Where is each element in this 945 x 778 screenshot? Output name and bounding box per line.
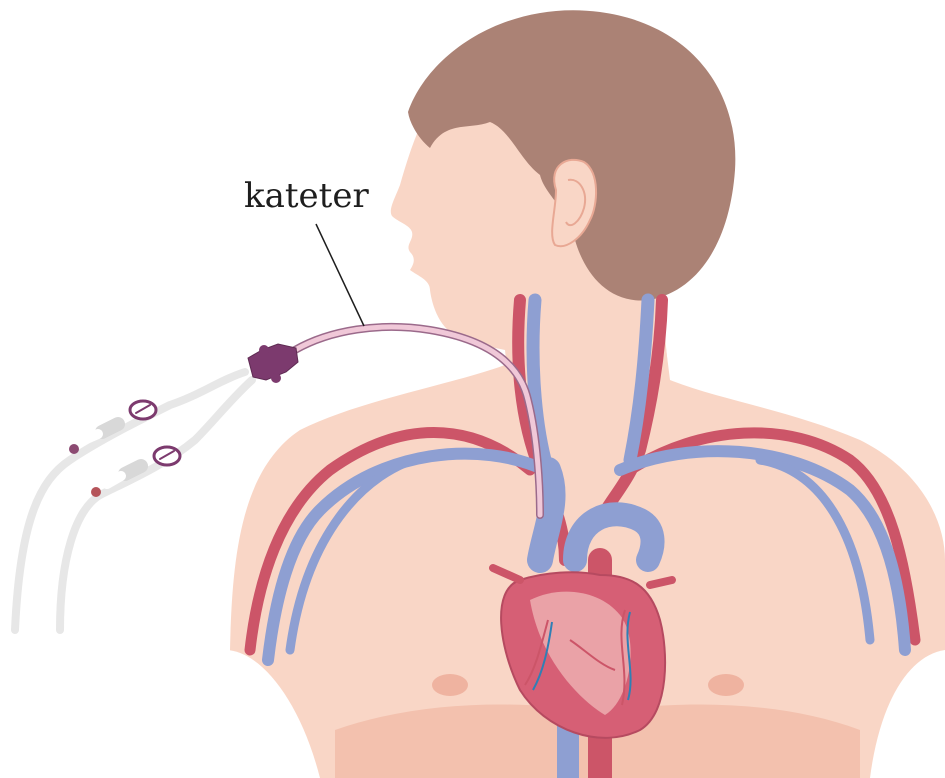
head xyxy=(391,10,736,341)
iv-line-2 xyxy=(60,380,252,630)
right-nipple xyxy=(708,674,744,696)
left-nipple xyxy=(432,674,468,696)
clamp-2 xyxy=(154,447,180,465)
heart-vessel-right-branch xyxy=(650,580,672,585)
clamp-1 xyxy=(130,401,156,419)
hub-tab-right xyxy=(271,373,281,383)
hub-tab-left xyxy=(259,345,269,355)
catheter-label: kateter xyxy=(244,176,369,216)
catheter-leader-line xyxy=(316,224,364,326)
catheter-callout: kateter xyxy=(244,176,369,326)
